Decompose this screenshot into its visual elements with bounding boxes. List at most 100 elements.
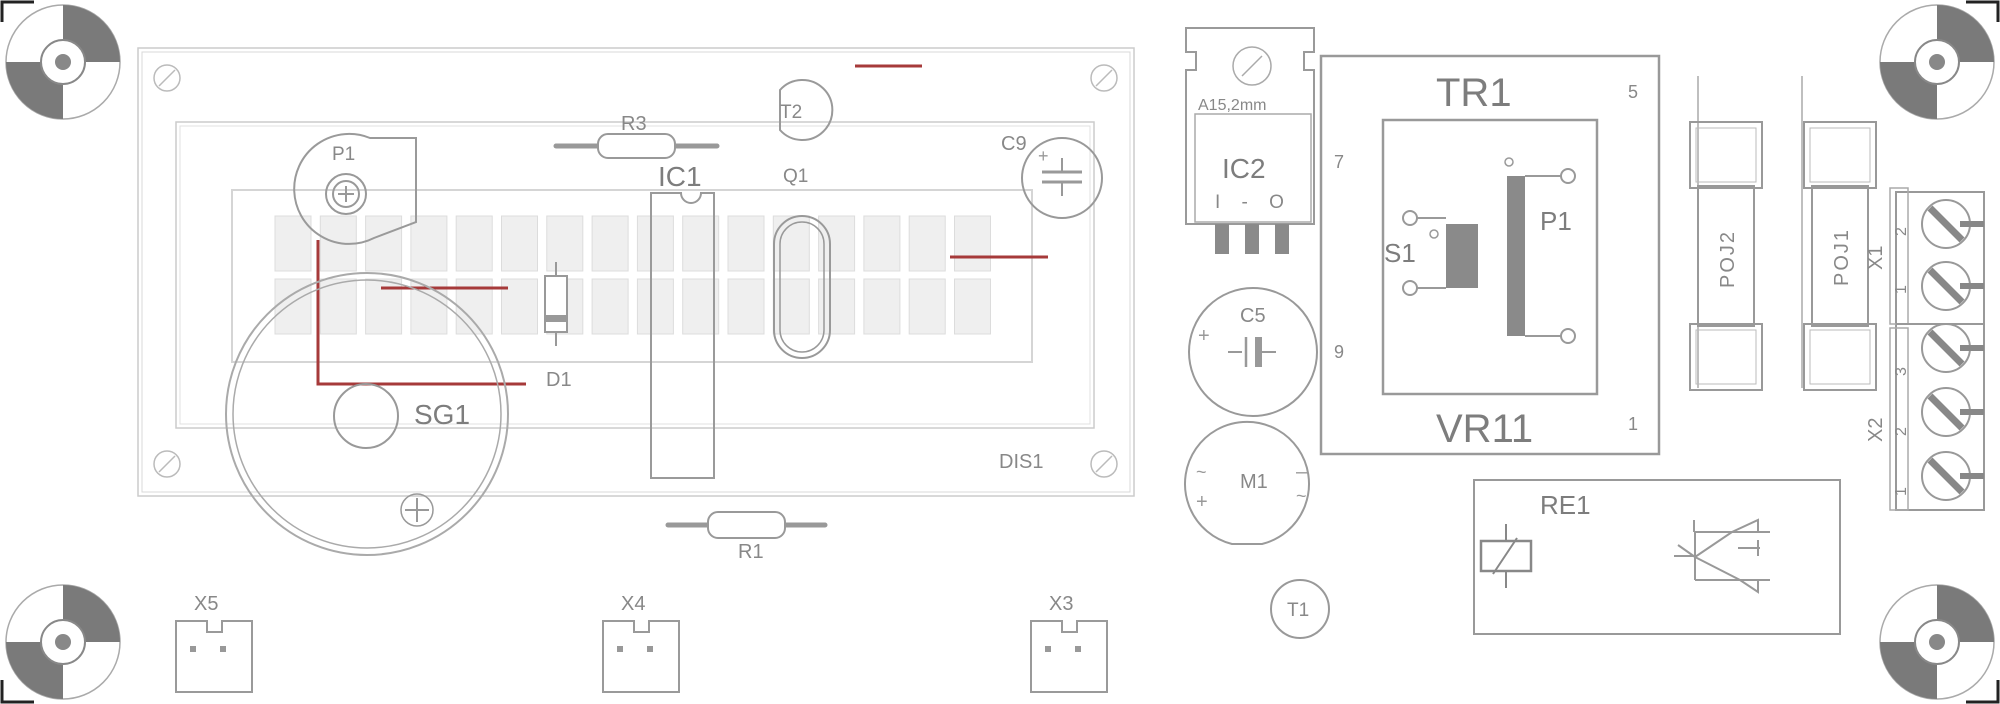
svg-text:+: +: [1038, 146, 1049, 166]
lcd-cell: [591, 278, 629, 335]
lcd-cell: [455, 215, 493, 272]
lcd-cell: [636, 278, 674, 335]
capacitor-c5: + C5: [1188, 287, 1318, 417]
lcd-cell: [863, 215, 901, 272]
x3-label: X3: [1049, 593, 1073, 615]
c9-label: C9: [1001, 133, 1027, 155]
tr1-pin9: 9: [1334, 342, 1344, 362]
lcd-cell: [274, 215, 312, 272]
transformer-tr1: TR1 VR11 5 7 9 1 P1 S1: [1319, 54, 1661, 456]
fiducial-bottom-left: [5, 584, 121, 700]
terminal-screw-icon: [1921, 387, 1984, 437]
fiducial-top-right: [1879, 4, 1995, 120]
regulator-ic2: A15,2mm IC2 I - O: [1185, 27, 1315, 254]
tr1-p1-label: P1: [1540, 206, 1572, 236]
fiducial-bottom-right: [1879, 584, 1995, 700]
resistor-r3: R3: [553, 113, 720, 159]
connector-x5: X5: [175, 593, 253, 693]
terminal-screw-icon: [1921, 323, 1984, 373]
fuse-poj2: POJ2: [1689, 76, 1763, 391]
tr1-label: TR1: [1436, 71, 1512, 115]
lcd-cell: [591, 215, 629, 272]
ic-ic1: IC1: [650, 161, 715, 479]
buzzer-sg1: SG1: [225, 272, 509, 556]
x1-pin2: 2: [1893, 227, 1910, 236]
tr1-pin1: 1: [1628, 414, 1638, 434]
terminal-screw-icon: [1921, 451, 1984, 501]
crystal-q1: Q1: [773, 166, 831, 359]
x5-label: X5: [194, 593, 218, 615]
t2-label: T2: [780, 102, 802, 123]
fiducial-top-left: [5, 4, 121, 120]
screw-icon: [1090, 64, 1118, 92]
terminal-screw-icon: [1921, 261, 1984, 311]
m1-label: M1: [1240, 471, 1268, 493]
fuse-poj1: POJ1: [1801, 76, 1877, 391]
screw-icon: [153, 64, 181, 92]
bridge-m1: M1 ~ + – ~: [1184, 420, 1310, 545]
t1-label: T1: [1287, 600, 1309, 621]
terminal-block-x1-x2: X1 X2 2 1 3 2 1: [1865, 187, 1985, 511]
x1-label: X1: [1865, 246, 1887, 270]
tr1-s1-label: S1: [1384, 238, 1416, 268]
potentiometer-p1: P1: [293, 132, 417, 245]
lcd-cell: [410, 215, 448, 272]
resistor-r1: R1: [665, 511, 828, 563]
x1-pin1: 1: [1893, 285, 1910, 294]
lcd-cell: [501, 215, 538, 272]
lcd-cell: [908, 278, 946, 335]
ic2-note: A15,2mm: [1198, 97, 1266, 114]
svg-text:+: +: [1198, 325, 1210, 347]
tr1-pin5: 5: [1628, 82, 1638, 102]
x2-pin2: 2: [1893, 427, 1910, 436]
svg-text:+: +: [1196, 491, 1208, 513]
x4-label: X4: [621, 593, 645, 615]
lcd-cell: [954, 278, 991, 335]
vr11-label: VR11: [1436, 407, 1533, 451]
svg-text:~: ~: [1196, 462, 1207, 482]
transistor-t1: T1: [1270, 579, 1330, 639]
ic1-label: IC1: [658, 161, 702, 192]
lcd-cell: [546, 215, 584, 272]
x2-label: X2: [1865, 418, 1887, 442]
screw-icon: [1090, 450, 1118, 478]
lcd-cell: [772, 278, 810, 335]
lcd-cell: [365, 215, 403, 272]
red-traces: [316, 64, 1048, 386]
relay-re1: RE1: [1473, 479, 1841, 635]
lcd-cell: [727, 278, 765, 335]
ic2-pins: I - O: [1215, 192, 1292, 213]
sg1-label: SG1: [414, 399, 470, 430]
diode-d1: D1: [544, 262, 572, 391]
re1-label: RE1: [1540, 490, 1591, 520]
svg-text:–: –: [1296, 461, 1308, 483]
capacitor-c9: + C9: [1001, 133, 1103, 219]
r1-label: R1: [738, 541, 764, 563]
connector-x4: X4: [602, 593, 680, 693]
poj2-label: POJ2: [1717, 230, 1739, 288]
connector-x3: X3: [1030, 593, 1108, 693]
lcd-character-cells: [274, 215, 991, 335]
transistor-t2: T2: [779, 79, 834, 141]
svg-text:~: ~: [1296, 486, 1307, 506]
q1-label: Q1: [783, 166, 808, 187]
screw-icon: [153, 450, 181, 478]
ic2-label: IC2: [1222, 153, 1266, 184]
lcd-cell: [319, 278, 357, 335]
poj1-label: POJ1: [1831, 228, 1853, 286]
lcd-cell: [682, 215, 720, 272]
x2-pin1: 1: [1893, 487, 1910, 496]
lcd-cell: [954, 215, 991, 272]
terminal-screw-icon: [1921, 199, 1984, 249]
r3-label: R3: [621, 113, 647, 135]
dis1-label: DIS1: [999, 451, 1043, 473]
lcd-cell: [636, 215, 674, 272]
x2-pin3: 3: [1893, 367, 1910, 376]
c5-label: C5: [1240, 305, 1266, 327]
d1-label: D1: [546, 369, 572, 391]
tr1-pin7: 7: [1334, 152, 1344, 172]
lcd-cell: [908, 215, 946, 272]
p1-label: P1: [332, 144, 355, 165]
